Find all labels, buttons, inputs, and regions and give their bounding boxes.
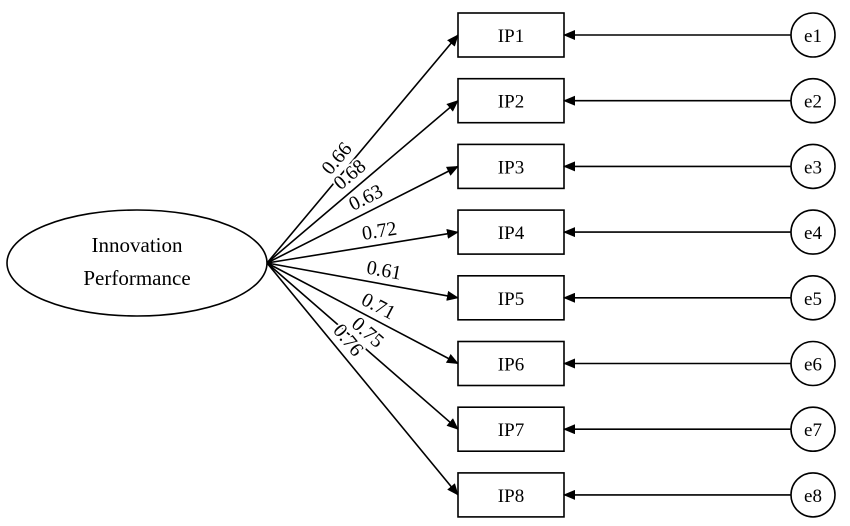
error-term-e5: e5 [790,274,836,321]
loading-label-ip5: 0.61 [365,257,403,285]
error-label-e5: e5 [804,289,822,310]
latent-label-line2: Performance [83,266,190,290]
error-term-e2: e2 [790,77,836,124]
loading-arrow-ip2 [266,100,459,264]
error-term-e1: e1 [790,12,836,58]
indicator-ip3: IP3 [457,143,565,190]
error-label-e6: e6 [804,355,822,376]
error-term-e8: e8 [790,472,836,518]
latent-label-line1: Innovation [92,233,183,257]
loading-arrow-ip4 [266,228,459,264]
error-label-e7: e7 [804,420,822,441]
error-label-e4: e4 [804,223,822,244]
indicator-ip2: IP2 [457,77,565,124]
loading-arrow-ip8 [266,262,459,496]
error-circle-e1 [790,12,836,58]
indicator-box-ip3 [457,143,565,190]
error-circle-e7 [790,406,836,453]
indicator-ip4: IP4 [457,209,565,255]
indicator-box-ip1 [457,12,565,58]
indicator-label-ip5: IP5 [498,289,524,310]
loading-arrow-ip3 [266,165,459,264]
error-circle-e5 [790,274,836,321]
factor-loadings: 0.660.680.630.720.610.710.750.76 [266,34,459,496]
indicator-label-ip8: IP8 [498,486,524,507]
indicator-box-ip4 [457,209,565,255]
latent-ellipse [6,209,268,317]
indicator-label-ip7: IP7 [498,420,524,441]
indicator-box-ip2 [457,77,565,124]
error-circle-e2 [790,77,836,124]
indicator-ip8: IP8 [457,472,565,518]
indicator-label-ip4: IP4 [498,223,525,244]
latent-factor: Innovation Performance [6,209,268,317]
indicator-ip7: IP7 [457,406,565,453]
error-circle-e8 [790,472,836,518]
error-label-e2: e2 [804,92,822,113]
indicator-label-ip2: IP2 [498,92,524,113]
loading-arrow-ip7 [266,262,459,430]
loading-arrow-ip5 [266,262,459,301]
loading-label-ip4: 0.72 [360,218,398,245]
loading-arrow-ip6 [266,262,459,365]
indicator-ip6: IP6 [457,340,565,387]
indicator-ip1: IP1 [457,12,565,58]
error-terms: e1 e2 e3 e4 e5 e6 e7 e8 [563,12,836,518]
error-label-e3: e3 [804,157,822,178]
error-circle-e6 [790,340,836,387]
error-term-e6: e6 [790,340,836,387]
error-term-e3: e3 [790,143,836,190]
indicator-label-ip6: IP6 [498,355,524,376]
indicator-box-ip5 [457,274,565,321]
error-term-e4: e4 [790,209,836,255]
loading-arrow-ip1 [266,34,459,264]
error-term-e7: e7 [790,406,836,453]
error-label-e8: e8 [804,486,822,507]
error-circle-e3 [790,143,836,190]
indicator-label-ip3: IP3 [498,157,524,178]
indicator-ip5: IP5 [457,274,565,321]
indicator-label-ip1: IP1 [498,26,524,47]
error-label-e1: e1 [804,26,822,47]
error-circle-e4 [790,209,836,255]
